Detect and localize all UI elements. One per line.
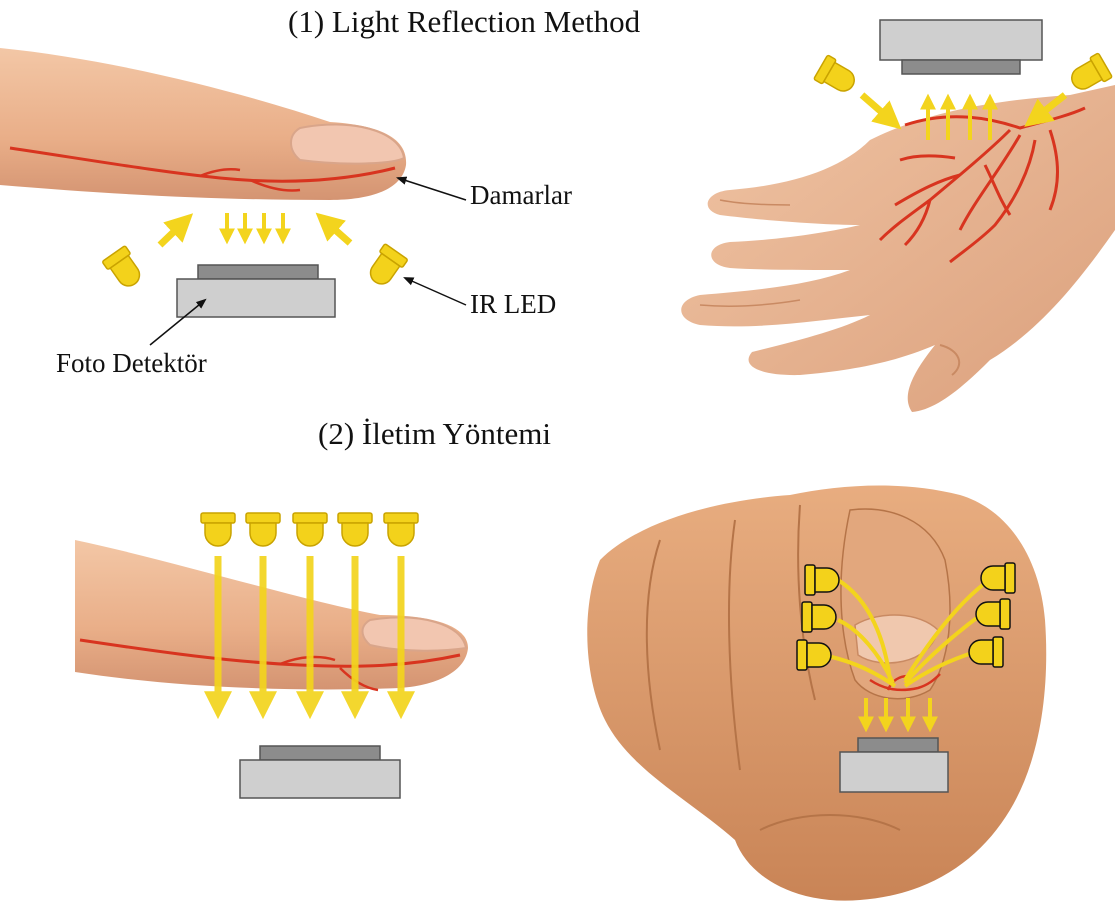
hand-reflection [681, 85, 1115, 412]
led-2 [246, 513, 280, 546]
reflected-light-arrows [160, 213, 350, 245]
led-array [201, 513, 418, 546]
ir-led-right [364, 244, 408, 290]
ir-led-left [102, 246, 146, 292]
fingernail [291, 125, 404, 164]
led-3 [293, 513, 327, 546]
led-5 [384, 513, 418, 546]
pointer-veins [398, 178, 466, 200]
pointer-ir-led [405, 278, 466, 305]
fingernail-2 [363, 618, 467, 651]
finger-transmission [75, 540, 468, 690]
photo-detector-3 [240, 746, 400, 798]
led-4 [338, 513, 372, 546]
fist-transmission [587, 486, 1046, 901]
photo-detector-1 [177, 265, 335, 317]
led-1 [201, 513, 235, 546]
finger-reflection [0, 48, 406, 200]
photo-detector-2 [880, 20, 1042, 74]
ir-led-hand-left [814, 55, 860, 98]
